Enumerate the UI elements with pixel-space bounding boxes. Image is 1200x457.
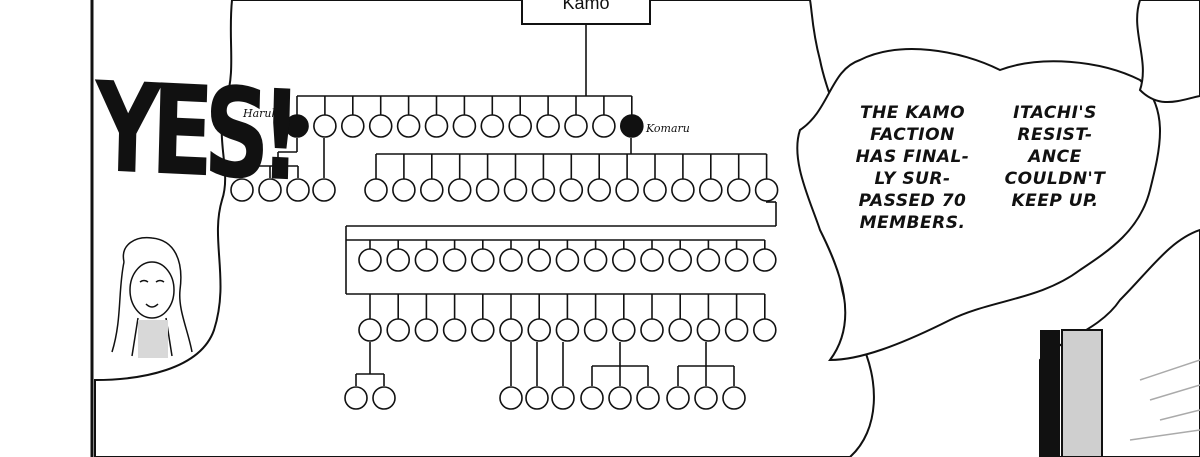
member-node <box>611 318 636 342</box>
right-speech-bubble <box>796 48 1161 362</box>
member-node <box>592 114 616 138</box>
member-node <box>722 386 746 410</box>
member-node <box>580 386 604 410</box>
member-node <box>531 178 556 202</box>
member-node <box>442 248 467 272</box>
member-node <box>508 114 533 138</box>
member-node <box>470 318 495 342</box>
member-node <box>698 178 723 202</box>
yes-exclamation: YES! <box>92 55 294 209</box>
member-node <box>666 386 690 410</box>
speed-lines <box>1129 359 1200 441</box>
member-node <box>503 178 528 202</box>
member-node <box>358 248 382 272</box>
member-node <box>230 178 254 202</box>
member-node <box>480 114 505 138</box>
member-node <box>696 248 721 272</box>
member-node <box>752 318 777 342</box>
member-node <box>640 318 664 342</box>
haruki-label: Haruki <box>242 107 282 120</box>
caption-kamo-faction: THE KAMO FACTION HAS FINAL- LY SUR- PASS… <box>855 103 970 233</box>
member-node <box>475 178 500 202</box>
member-node <box>696 318 721 342</box>
haruki-node <box>285 114 309 138</box>
member-node <box>608 386 632 410</box>
member-node <box>392 178 416 202</box>
member-node <box>724 318 749 342</box>
member-node <box>587 178 612 202</box>
member-node <box>499 386 523 410</box>
panel-border <box>0 0 92 457</box>
member-node <box>668 248 693 272</box>
member-node <box>452 114 477 138</box>
member-node <box>344 386 368 410</box>
caption-itachi-resistance: ITACHI'S RESIST- ANCE COULDN'T KEEP UP. <box>1004 103 1106 211</box>
woman-character <box>111 236 193 357</box>
member-node <box>372 386 396 410</box>
member-node <box>611 248 636 272</box>
member-node <box>668 318 693 342</box>
right-top-cloud <box>1136 0 1200 104</box>
member-node <box>419 178 444 202</box>
komaru-node <box>619 114 644 138</box>
member-node <box>615 178 639 202</box>
member-node <box>396 114 421 138</box>
member-node <box>726 178 751 202</box>
character-coat-tone <box>1061 329 1103 457</box>
member-node <box>671 178 695 202</box>
member-node <box>527 248 552 272</box>
member-node <box>442 318 467 342</box>
member-node <box>536 114 560 138</box>
member-node <box>551 386 575 410</box>
member-node <box>527 318 552 342</box>
member-node <box>499 248 523 272</box>
character-coat-dark <box>1040 330 1060 457</box>
member-node <box>386 248 411 272</box>
member-node <box>358 318 382 342</box>
woman-shirt-tone <box>138 320 168 358</box>
member-node <box>754 178 779 202</box>
member-node <box>447 178 472 202</box>
member-node <box>752 248 777 272</box>
root-box <box>521 0 651 25</box>
family-tree <box>230 24 779 410</box>
member-node <box>340 114 365 138</box>
member-node <box>368 114 393 138</box>
member-node <box>564 114 588 138</box>
member-node <box>424 114 449 138</box>
member-node <box>499 318 523 342</box>
member-node <box>559 178 584 202</box>
member-node <box>643 178 667 202</box>
member-node <box>386 318 411 342</box>
member-node <box>636 386 660 410</box>
member-node <box>583 318 608 342</box>
member-node <box>724 248 749 272</box>
member-node <box>258 178 282 202</box>
member-node <box>364 178 388 202</box>
root-label: Kamo <box>562 0 609 13</box>
member-node <box>414 318 439 342</box>
member-node <box>286 178 310 202</box>
member-node <box>470 248 495 272</box>
member-node <box>312 178 336 202</box>
komaru-label: Komaru <box>645 122 690 135</box>
member-node <box>525 386 549 410</box>
member-node <box>640 248 664 272</box>
member-node <box>414 248 439 272</box>
member-node <box>694 386 718 410</box>
member-node <box>555 248 580 272</box>
member-node <box>313 114 337 138</box>
member-node <box>555 318 580 342</box>
member-node <box>583 248 608 272</box>
